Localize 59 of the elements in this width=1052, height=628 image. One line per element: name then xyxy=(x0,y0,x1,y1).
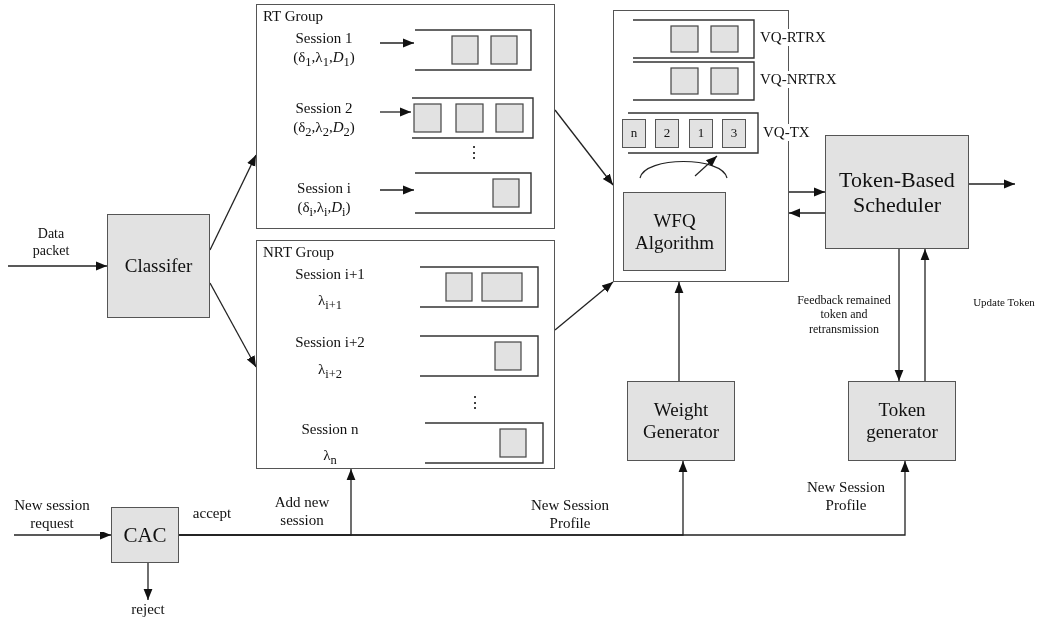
session-label: Session 2 xyxy=(294,99,354,118)
arrow xyxy=(968,179,1016,189)
arrow xyxy=(920,248,930,382)
arrow xyxy=(554,109,614,186)
queue-drawing xyxy=(415,30,531,70)
arrow xyxy=(674,281,684,382)
arrow xyxy=(7,261,108,271)
queued-packet: n xyxy=(622,119,646,148)
ellipsis: ⋮ xyxy=(466,393,484,413)
arrow xyxy=(379,38,415,48)
queue-drawing xyxy=(633,62,754,100)
arrow xyxy=(379,185,415,195)
session-parameters: (δ$_{i}$,λ$_{i}$,D$_{i}$) xyxy=(296,197,352,221)
arrow xyxy=(894,248,904,382)
queue-label: VQ-TX xyxy=(762,124,811,141)
session-parameters: λ$_{i+1}$ xyxy=(316,291,344,313)
queue-drawing xyxy=(420,267,538,307)
arrow xyxy=(209,282,257,368)
classifier-box: Classifer xyxy=(107,214,210,318)
process-box: Weight Generator xyxy=(627,381,735,461)
queued-packet: 2 xyxy=(655,119,679,148)
queue-label: VQ-NRTRX xyxy=(759,71,838,88)
queue-drawing xyxy=(425,423,543,463)
queue-label: VQ-RTRX xyxy=(759,29,827,46)
arrow xyxy=(554,281,614,331)
arrow xyxy=(788,208,826,218)
ellipsis: ⋮ xyxy=(465,143,483,163)
session-label: Session n xyxy=(300,420,360,438)
group-title: RT Group xyxy=(263,8,324,25)
session-label: Session i+1 xyxy=(294,265,366,283)
queue-drawing xyxy=(620,113,758,153)
arrow xyxy=(788,187,826,197)
queue-drawing xyxy=(420,336,538,376)
process-box: Token generator xyxy=(848,381,956,461)
queue-drawing xyxy=(412,98,533,138)
line-label: accept xyxy=(191,504,233,522)
arrow xyxy=(13,530,112,540)
session-parameters: λ$_{i+2}$ xyxy=(316,360,344,382)
group-panel xyxy=(256,4,555,229)
arrow xyxy=(143,562,153,601)
session-parameters: (δ$_{2}$,λ$_{2}$,D$_{2}$) xyxy=(292,117,356,141)
queued-packet: 3 xyxy=(722,119,746,148)
session-parameters: (δ$_{1}$,λ$_{1}$,D$_{1}$) xyxy=(292,47,356,71)
group-title: NRT Group xyxy=(263,244,334,261)
process-box: Token-Based Scheduler xyxy=(825,135,969,249)
queue-drawing xyxy=(633,20,754,58)
group-panel xyxy=(256,240,555,469)
process-box: WFQ Algorithm xyxy=(623,192,726,271)
arrow xyxy=(178,460,910,536)
session-label: Session 1 xyxy=(294,29,354,48)
arrow xyxy=(379,107,412,117)
session-parameters: λ$_{n}$ xyxy=(322,446,338,468)
arrow xyxy=(209,154,257,251)
session-label: Session i xyxy=(296,179,352,198)
session-label: Session i+2 xyxy=(294,333,366,351)
output-label: reject xyxy=(124,600,172,624)
process-box: CAC xyxy=(111,507,179,563)
queued-packet: 1 xyxy=(689,119,713,148)
queue-drawing xyxy=(415,173,531,213)
